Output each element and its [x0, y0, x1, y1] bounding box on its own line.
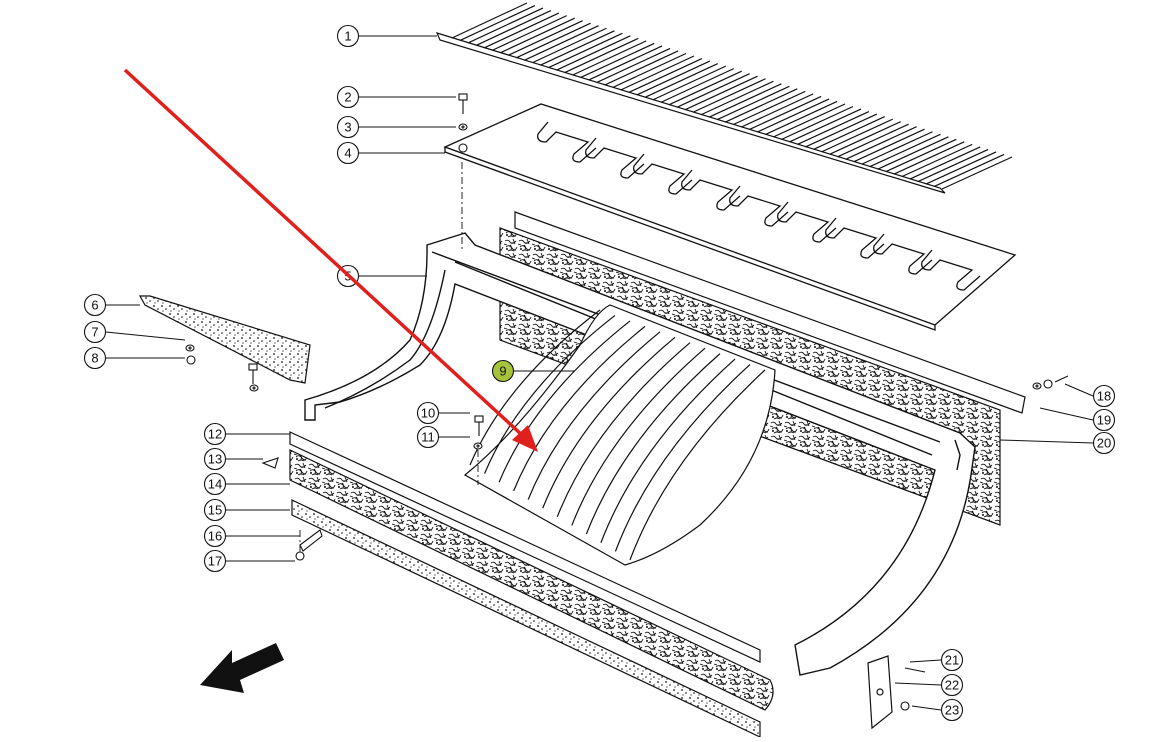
hardware — [185, 93, 1069, 711]
part-number-15: 15 — [208, 503, 222, 518]
part-number-7: 7 — [91, 325, 98, 340]
part-number-10: 10 — [421, 406, 435, 421]
leader-line-23 — [911, 705, 942, 711]
part-label-13: 13 — [203, 447, 227, 471]
part-number-3: 3 — [344, 120, 351, 135]
part-label-4: 4 — [336, 141, 360, 165]
part-label-8: 8 — [83, 346, 107, 370]
part-label-22: 22 — [940, 673, 964, 697]
part-label-18: 18 — [1092, 384, 1116, 408]
leader-line-19 — [1039, 407, 1094, 421]
part-6-plate — [138, 295, 311, 384]
part-label-23: 23 — [940, 698, 964, 722]
part-label-14: 14 — [203, 472, 227, 496]
part-1-comb — [435, 2, 1013, 194]
part-number-19: 19 — [1097, 413, 1111, 428]
part-number-21: 21 — [945, 653, 959, 668]
direction-arrow — [200, 643, 284, 693]
part-number-22: 22 — [945, 678, 959, 693]
part-label-15: 15 — [203, 498, 227, 522]
part-label-3: 3 — [336, 115, 360, 139]
part-number-16: 16 — [208, 529, 222, 544]
assembly-lines — [299, 162, 479, 552]
part-label-17: 17 — [203, 549, 227, 573]
part-number-1: 1 — [344, 29, 351, 44]
leader-line-18 — [1064, 383, 1094, 397]
leader-line-21 — [909, 659, 942, 663]
part-labels: 1234567891011121314151617181920212223 — [83, 24, 1116, 722]
leader-line-22 — [894, 682, 942, 686]
part-9-concave-grate — [463, 304, 776, 566]
part-number-11: 11 — [421, 430, 435, 445]
part-label-12: 12 — [203, 422, 227, 446]
part-number-9: 9 — [499, 364, 506, 379]
part-4-slotted-plate — [443, 103, 1017, 331]
part-number-23: 23 — [945, 703, 959, 718]
part-number-4: 4 — [344, 146, 351, 161]
part-label-16: 16 — [203, 524, 227, 548]
part-label-6: 6 — [83, 293, 107, 317]
leader-line-7 — [105, 331, 186, 341]
part-label-19: 19 — [1092, 408, 1116, 432]
leader-lines — [105, 35, 1094, 711]
part-label-20: 20 — [1092, 431, 1116, 455]
part-number-18: 18 — [1097, 389, 1111, 404]
part-number-20: 20 — [1097, 436, 1111, 451]
part-number-2: 2 — [344, 90, 351, 105]
part-number-13: 13 — [208, 452, 222, 467]
part-number-17: 17 — [208, 554, 222, 569]
part-label-7: 7 — [83, 320, 107, 344]
part-label-1: 1 — [336, 24, 360, 48]
part-label-11: 11 — [416, 425, 440, 449]
part-number-12: 12 — [208, 427, 222, 442]
part-label-9: 9 — [491, 359, 515, 383]
part-label-21: 21 — [940, 648, 964, 672]
front-rails — [289, 431, 774, 738]
part-number-6: 6 — [91, 298, 98, 313]
part-number-14: 14 — [208, 477, 222, 492]
part-label-2: 2 — [336, 85, 360, 109]
part-22-bracket — [867, 655, 893, 730]
part-label-10: 10 — [416, 401, 440, 425]
part-number-8: 8 — [91, 351, 98, 366]
red-annotation-arrow — [123, 68, 538, 452]
leader-line-20 — [999, 439, 1094, 444]
